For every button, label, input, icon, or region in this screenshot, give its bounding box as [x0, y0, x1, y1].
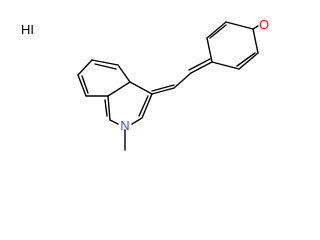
- ring-bond: [225, 21, 254, 30]
- quinoline-bond: [129, 81, 153, 95]
- vinyl-double-bond: [151, 84, 175, 92]
- benzo-double-bond: [94, 63, 117, 70]
- ring-bond: [211, 61, 240, 70]
- ring-bond: [252, 28, 259, 54]
- structure-canvas: O N HI: [21, 17, 270, 151]
- vinyl-double-bond: [151, 87, 175, 95]
- chemical-structure-drawing: O N HI: [21, 17, 269, 151]
- bond-lines: [77, 21, 259, 151]
- benzo-bond: [77, 74, 87, 97]
- quinoline-bond: [131, 117, 143, 125]
- benzo-bond: [77, 59, 93, 76]
- ring-bond: [206, 21, 227, 39]
- quinoline-bond: [107, 95, 111, 121]
- quinoline-bond: [107, 81, 131, 97]
- nitrogen-atom-label: N: [120, 118, 129, 133]
- vinyl-double-bond: [188, 58, 211, 71]
- benzo-bond: [117, 64, 131, 83]
- ring-double-bond: [209, 24, 227, 39]
- oxygen-atom-label: O: [259, 17, 269, 32]
- carbonyl-bond: [252, 25, 259, 30]
- salt-label: HI: [21, 22, 34, 37]
- benzo-double-bond: [81, 75, 89, 94]
- vinyl-double-bond: [190, 61, 213, 74]
- vinyl-bond: [173, 72, 192, 89]
- quinoline-bond: [109, 119, 119, 125]
- benzo-bond: [91, 59, 119, 66]
- quinoline-double-bond: [138, 95, 149, 117]
- quinoline-bond: [141, 93, 153, 119]
- benzo-double-bond: [104, 99, 108, 117]
- ring-double-bond: [236, 52, 256, 67]
- ring-bond: [206, 37, 213, 63]
- ring-bond: [238, 52, 259, 70]
